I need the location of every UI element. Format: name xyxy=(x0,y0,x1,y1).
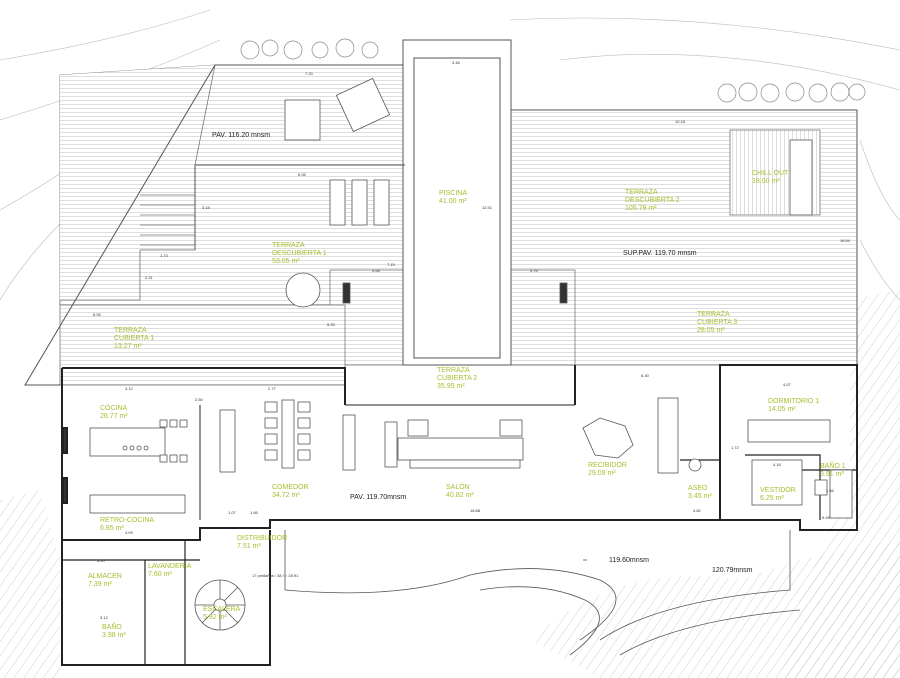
level-upper-terrace: PAV. 116.20 mnsm xyxy=(212,132,271,139)
dimension-label: 6.06 xyxy=(298,172,306,177)
dimension-label: 3.82 xyxy=(693,508,701,513)
dimension-label: 3.12 xyxy=(125,386,133,391)
dimension-label: 6.30 xyxy=(641,373,649,378)
dimension-label: 1.46 xyxy=(826,488,834,493)
terrain xyxy=(0,9,900,678)
dimension-label: 2.65 xyxy=(372,268,380,273)
dimension-label: 8.93 xyxy=(93,312,101,317)
dimension-label: 1.07 xyxy=(228,510,236,515)
dimension-label: 4.57 xyxy=(783,382,791,387)
entrance-curves xyxy=(284,530,801,656)
spiral-staircase xyxy=(194,579,246,631)
level-sup-pav: SUP.PAV. 119.70 mnsm xyxy=(623,250,697,257)
dimension-label: 16.88 xyxy=(470,508,481,513)
level-main: PAV. 119.70mnsm xyxy=(350,494,407,501)
dimension-label: 5.33 xyxy=(327,322,335,327)
dimension-label: 16.54 xyxy=(840,238,851,243)
house-walls xyxy=(61,364,858,666)
terrace-furniture xyxy=(284,77,813,308)
dimension-label: 10.18 xyxy=(675,119,686,124)
living-furniture xyxy=(342,414,524,471)
dimension-label: 7.20 xyxy=(305,71,313,76)
dimension-label: 4.18 xyxy=(773,462,781,467)
dimension-label: 2.77 xyxy=(268,386,276,391)
dimension-label: 2.50 xyxy=(195,397,203,402)
pool xyxy=(402,39,512,366)
dimension-label: 1.66 xyxy=(250,510,258,515)
kitchen-furniture xyxy=(89,419,188,514)
dimension-label: 5.45 xyxy=(822,515,830,520)
dimension-label: 3.18 xyxy=(202,205,210,210)
stair-note: 17 peldaños / 38 / = 28.91 xyxy=(252,573,299,578)
dimension-label: 12.51 xyxy=(482,205,493,210)
dimension-label: 4.09 xyxy=(125,530,133,535)
dimension-label: 2.21 xyxy=(145,275,153,280)
dimension-label: 1.73 xyxy=(160,253,168,258)
dimension-label: 1.72 xyxy=(731,445,739,450)
dining-furniture xyxy=(219,399,311,473)
level-entry: 119.60mnsm xyxy=(609,557,649,564)
dimension-label: 3.12 xyxy=(100,615,108,620)
entry-furniture xyxy=(582,397,702,474)
dimension-label: 3.10 xyxy=(97,558,105,563)
terrace-outline xyxy=(24,64,858,386)
dimension-label: 7.15 xyxy=(387,262,395,267)
dimension-label: 2.75 xyxy=(530,268,538,273)
bedroom-furniture xyxy=(747,419,853,519)
dimension-label: 3.46 xyxy=(452,60,460,65)
exterior-stairs xyxy=(140,194,195,246)
level-lower: 120.79mnsm xyxy=(712,567,753,574)
